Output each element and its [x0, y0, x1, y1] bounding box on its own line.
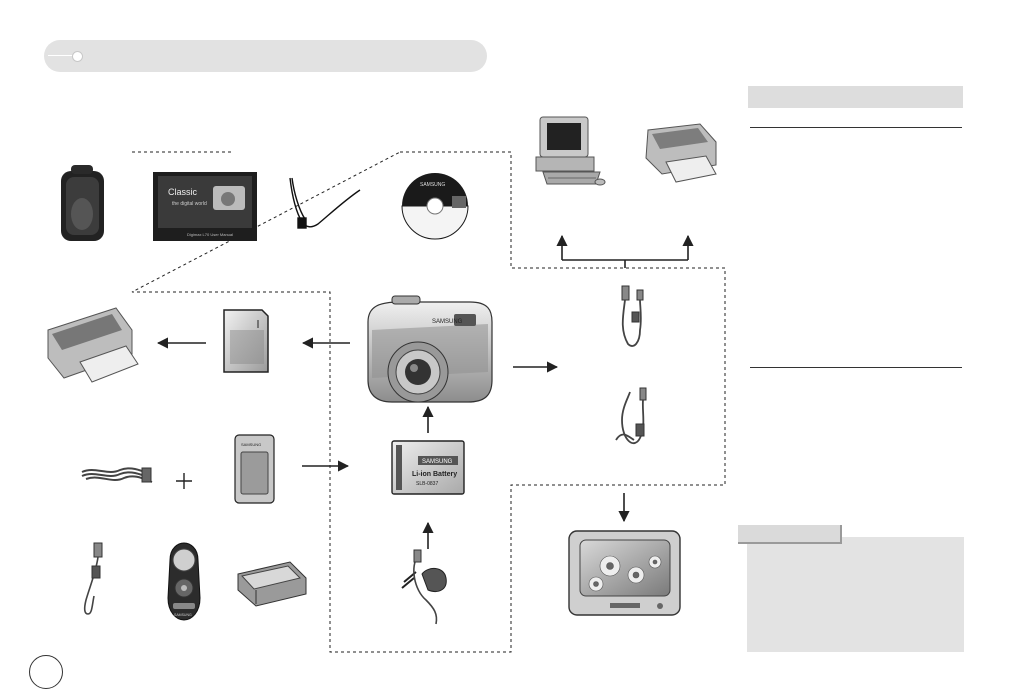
- tv-monitor-icon: [568, 530, 681, 616]
- remote-cable-icon: [83, 542, 103, 615]
- bracket-cables-to-pc-printer: [562, 259, 688, 268]
- camera-case-icon: [61, 165, 104, 241]
- li-ion-battery-icon: SAMSUNG Li-ion Battery SLB-0837: [391, 440, 465, 495]
- charger-brand: SAMSUNG: [241, 442, 261, 447]
- user-manual-icon: Classic the digital world Digimax L70 Us…: [153, 172, 257, 241]
- title-bar-dot-icon: [72, 51, 83, 62]
- usb-cable-icon: [621, 285, 644, 347]
- package-contents-boundary: [131, 151, 726, 653]
- remote-brand: SAMSUNG: [174, 613, 192, 617]
- battery-label: Li-ion Battery: [412, 471, 457, 478]
- pc-icon: [535, 116, 606, 186]
- remote-control-icon: SAMSUNG: [167, 542, 201, 621]
- ac-adapter-icon: [401, 549, 447, 625]
- power-cord-icon: [81, 467, 153, 483]
- av-cable-icon: [615, 387, 647, 444]
- card-reader-icon: [237, 561, 307, 607]
- software-cd-icon: SAMSUNG: [401, 173, 469, 240]
- manual-cover-title: Classic: [168, 187, 198, 197]
- manual-cover-footer: Digimax L70 User Manual: [187, 232, 233, 237]
- note-panel: [747, 537, 964, 652]
- plus-icon: [176, 473, 192, 489]
- camera-brand: SAMSUNG: [432, 319, 463, 325]
- side-panel-header: [748, 86, 963, 108]
- pictbridge-printer-icon: [47, 307, 139, 383]
- printer-icon: [645, 123, 717, 183]
- title-bar-line: [48, 55, 76, 56]
- strap-icon: [289, 177, 361, 229]
- battery-model: SLB-0837: [416, 481, 438, 487]
- battery-charger-icon: SAMSUNG: [234, 434, 275, 504]
- digital-camera-icon: SAMSUNG: [367, 295, 493, 403]
- battery-brand: SAMSUNG: [422, 459, 453, 465]
- side-rule-middle: [750, 367, 962, 368]
- note-tab: [738, 525, 842, 544]
- section-title-bar: [44, 40, 487, 72]
- manual-cover-subtitle: the digital world: [172, 201, 207, 207]
- side-rule-top: [750, 127, 962, 128]
- page-number-circle: [29, 655, 63, 689]
- connection-arrows: [156, 234, 694, 549]
- sd-card-icon: [223, 309, 269, 373]
- cd-label: SAMSUNG: [420, 182, 445, 188]
